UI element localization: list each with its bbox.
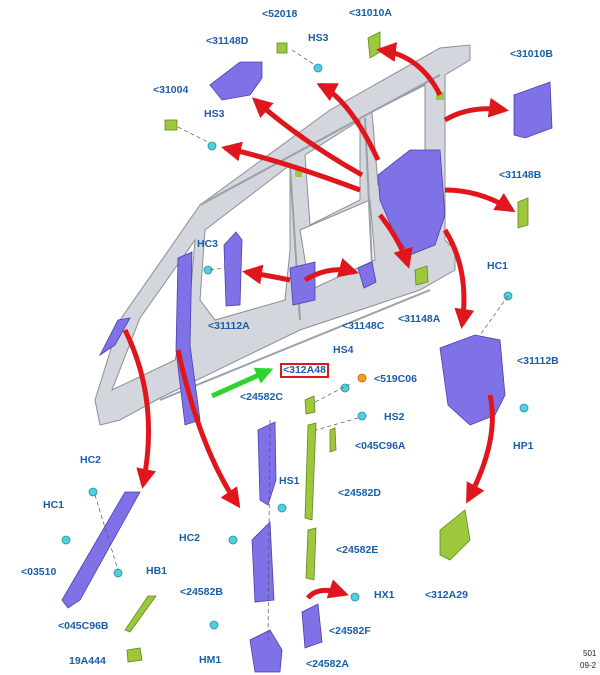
drawing-number: 501 [583, 649, 597, 658]
label-HX1: HX1 [374, 589, 395, 601]
label-HP1: HP1 [513, 440, 534, 452]
label-24582F: <24582F [329, 625, 371, 637]
part-24582F-shape [301, 603, 323, 649]
label-31112A: <31112A [208, 320, 250, 332]
red-arrows [122, 42, 516, 600]
label-312A48-highlighted: <312A48 [280, 363, 329, 378]
label-HC2-upper: HC2 [80, 454, 102, 466]
label-HS1: HS1 [279, 475, 300, 487]
label-52018: <52018 [262, 8, 298, 20]
label-24582C: <24582C [240, 391, 283, 403]
part-24582A-shape [249, 629, 283, 673]
part-31148C-shape [357, 261, 377, 289]
green-parts [124, 31, 529, 663]
label-31010A: <31010A [349, 7, 392, 19]
fasteners [61, 63, 529, 630]
label-HC1-top: HC1 [487, 260, 509, 272]
label-HS3-left: HS3 [204, 108, 225, 120]
label-HC3: HC3 [197, 238, 219, 250]
part-24582C-shape [257, 421, 277, 506]
part-31010B-shape [513, 81, 553, 139]
green-arrow [210, 367, 274, 399]
label-31148A: <31148A [398, 313, 441, 325]
label-HC1-left: HC1 [43, 499, 65, 511]
label-HC2-lower: HC2 [179, 532, 201, 544]
label-045C96B: <045C96B [58, 620, 109, 632]
part-31112B-right-shape [439, 334, 506, 426]
part-519C06-fastener [357, 373, 367, 383]
label-312A29: <312A29 [425, 589, 468, 601]
label-31148B: <31148B [499, 169, 542, 181]
mounted-trim-panels [98, 149, 446, 426]
label-045C96A: <045C96A [355, 440, 406, 452]
label-HM1: HM1 [199, 654, 222, 666]
part-24582B-shape [251, 521, 275, 603]
mounted-small-parts [295, 92, 444, 177]
label-24582D: <24582D [338, 487, 381, 499]
leader-lines [94, 49, 509, 641]
part-31148D-shape [209, 61, 263, 101]
label-HB1: HB1 [146, 565, 168, 577]
label-31148C: <31148C [342, 320, 385, 332]
label-24582A: <24582A [306, 658, 349, 670]
label-HS2: HS2 [384, 411, 405, 423]
label-31148D: <31148D [206, 35, 249, 47]
label-24582B: <24582B [180, 586, 223, 598]
label-19A444: 19A444 [69, 655, 106, 667]
label-31010B: <31010B [510, 48, 553, 60]
label-03510: <03510 [21, 566, 57, 578]
label-31004: <31004 [153, 84, 189, 96]
label-HS4: HS4 [333, 344, 354, 356]
part-31112A-left-shape [223, 231, 243, 307]
label-519C06: <519C06 [374, 373, 417, 385]
label-31112B: <31112B [517, 355, 559, 367]
drawing-date: 09-2 [580, 661, 597, 670]
label-24582E: <24582E [336, 544, 379, 556]
part-03510-shape [61, 491, 141, 609]
label-HS3-top: HS3 [308, 32, 329, 44]
